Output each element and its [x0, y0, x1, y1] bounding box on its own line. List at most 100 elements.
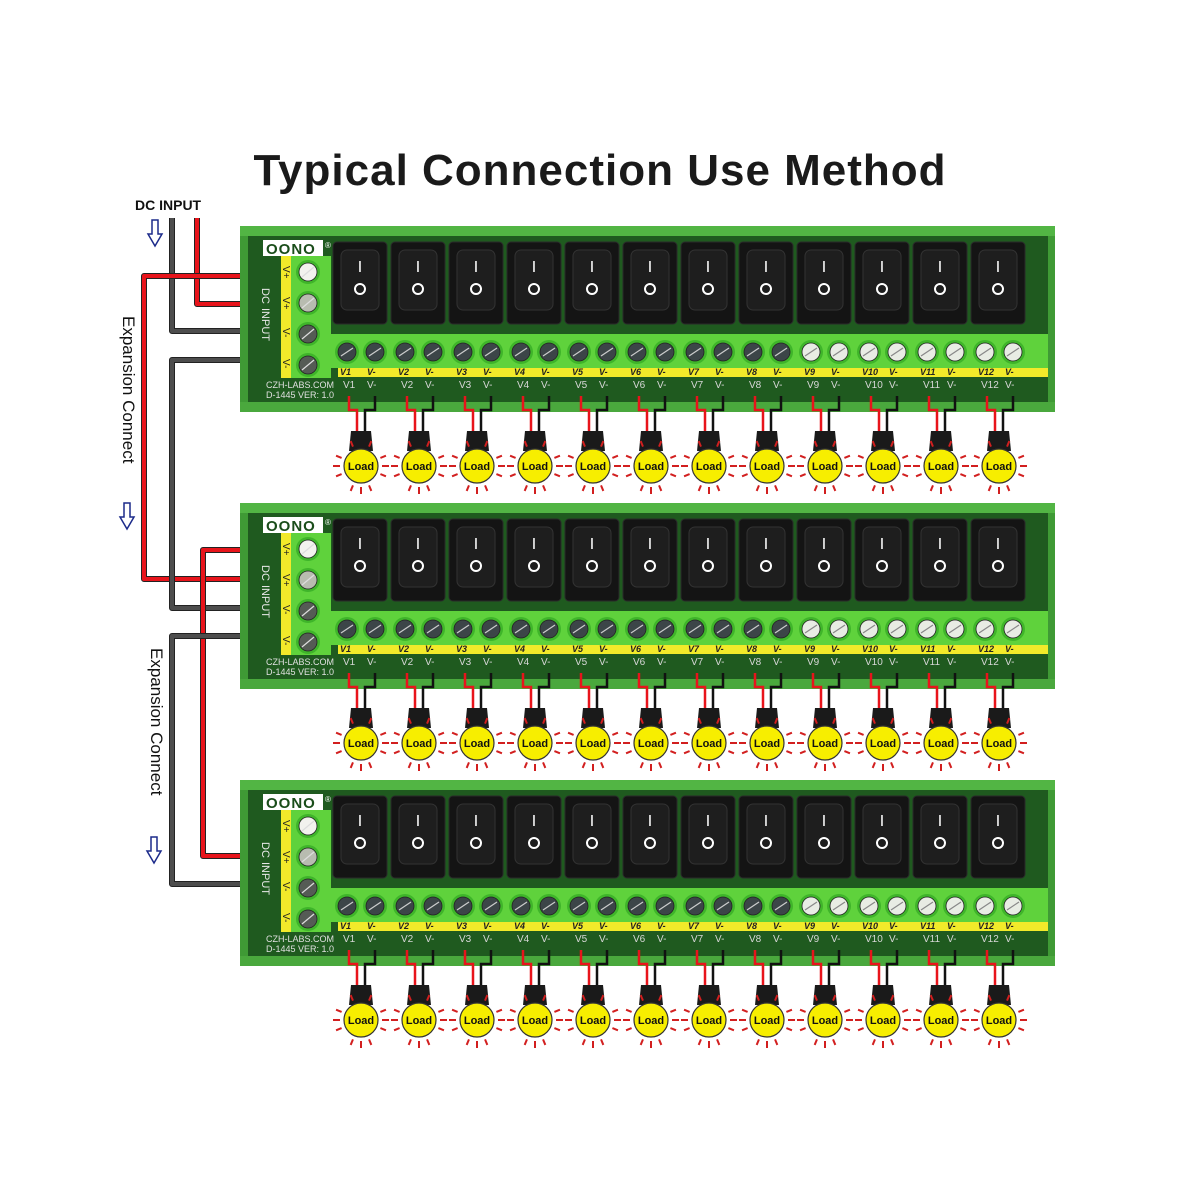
- light-ray: [496, 1008, 503, 1013]
- screw-slot: [514, 347, 528, 357]
- load-wire-positive: [927, 396, 939, 436]
- light-ray: [438, 454, 445, 459]
- light-ray: [349, 717, 354, 724]
- light-ray: [716, 1039, 721, 1046]
- bulb-base: [581, 985, 605, 1005]
- light-rays: [971, 717, 1027, 771]
- light-ray: [451, 731, 458, 736]
- light-ray: [799, 1008, 806, 1013]
- light-rays: [681, 994, 737, 1048]
- light-ray: [612, 750, 619, 755]
- load-bulb: [691, 448, 727, 484]
- bulb-base: [465, 431, 489, 451]
- light-ray: [774, 485, 779, 492]
- light-ray: [857, 454, 864, 459]
- light-ray: [857, 1027, 864, 1032]
- channel-silk-label: V2: [401, 657, 414, 668]
- light-rays: [739, 440, 795, 494]
- light-ray: [484, 994, 489, 1001]
- load-wire-positive: [637, 673, 649, 713]
- light-ray: [915, 731, 922, 736]
- channel-silk-neg-label: V-: [1005, 934, 1014, 945]
- light-ray: [600, 717, 605, 724]
- screw-slot: [301, 820, 315, 832]
- load-wire-positive: [405, 396, 417, 436]
- light-ray: [915, 454, 922, 459]
- light-ray: [368, 717, 373, 724]
- channel-neg-label: V-: [715, 921, 724, 931]
- switch-off-symbol: [528, 283, 540, 295]
- switch-on-symbol: I: [880, 536, 884, 553]
- load-wire-negative: [769, 396, 783, 436]
- light-ray: [509, 731, 516, 736]
- light-ray: [799, 731, 806, 736]
- rocker-actuator: [804, 249, 844, 311]
- light-ray: [774, 440, 779, 447]
- bulb-base: [349, 985, 373, 1005]
- channel-label: V12: [978, 644, 994, 654]
- screw-slot: [862, 624, 876, 634]
- switch-on-symbol: I: [648, 813, 652, 830]
- light-ray: [625, 1008, 632, 1013]
- screw-slot: [514, 901, 528, 911]
- light-ray: [426, 485, 431, 492]
- screw-slot: [746, 624, 760, 634]
- light-ray: [813, 762, 818, 769]
- load-wire-positive: [985, 673, 997, 713]
- light-ray: [451, 1027, 458, 1032]
- load-wire-positive: [985, 396, 997, 436]
- light-ray: [683, 1008, 690, 1013]
- load-label: Load: [406, 1015, 432, 1027]
- load-wire-negative: [537, 950, 551, 990]
- input-side-label-dc: DC: [259, 565, 271, 581]
- light-ray: [407, 762, 412, 769]
- channel-silk-neg-label: V-: [483, 380, 492, 391]
- switch-off-symbol: [702, 283, 714, 295]
- light-ray: [741, 454, 748, 459]
- switch-on-symbol: I: [822, 813, 826, 830]
- light-ray: [509, 473, 516, 478]
- load-label: Load: [696, 738, 722, 750]
- load-wire-negative: [711, 396, 725, 436]
- light-ray: [844, 1008, 851, 1013]
- channel-silk-label: V11: [923, 657, 940, 668]
- light-ray: [929, 1039, 934, 1046]
- rocker-actuator: [456, 249, 496, 311]
- channel-silk-label: V7: [691, 657, 704, 668]
- light-ray: [496, 1027, 503, 1032]
- load-wire-positive: [579, 673, 591, 713]
- light-ray: [1018, 731, 1025, 736]
- brand-badge: [263, 794, 323, 810]
- light-ray: [625, 750, 632, 755]
- switch-off-symbol: [470, 837, 482, 849]
- light-ray: [380, 731, 387, 736]
- channel-label: V1: [340, 644, 351, 654]
- diagram-title: Typical Connection Use Method: [253, 146, 947, 195]
- light-ray: [393, 1008, 400, 1013]
- channel-silk-label: V8: [749, 934, 762, 945]
- light-ray: [349, 485, 354, 492]
- switch-off-symbol: [934, 283, 946, 295]
- switch-on-symbol: I: [358, 536, 362, 553]
- screw-slot: [890, 347, 904, 357]
- light-ray: [438, 731, 445, 736]
- load-bulb: [923, 1002, 959, 1038]
- bulb-base: [407, 985, 431, 1005]
- rocker-actuator: [862, 526, 902, 588]
- light-ray: [658, 717, 663, 724]
- load-bulb: [401, 448, 437, 484]
- channel-label: V12: [978, 367, 994, 377]
- light-ray: [786, 731, 793, 736]
- screw-slot: [600, 347, 614, 357]
- screw-slot: [484, 347, 498, 357]
- light-ray: [960, 731, 967, 736]
- rocker-actuator: [688, 803, 728, 865]
